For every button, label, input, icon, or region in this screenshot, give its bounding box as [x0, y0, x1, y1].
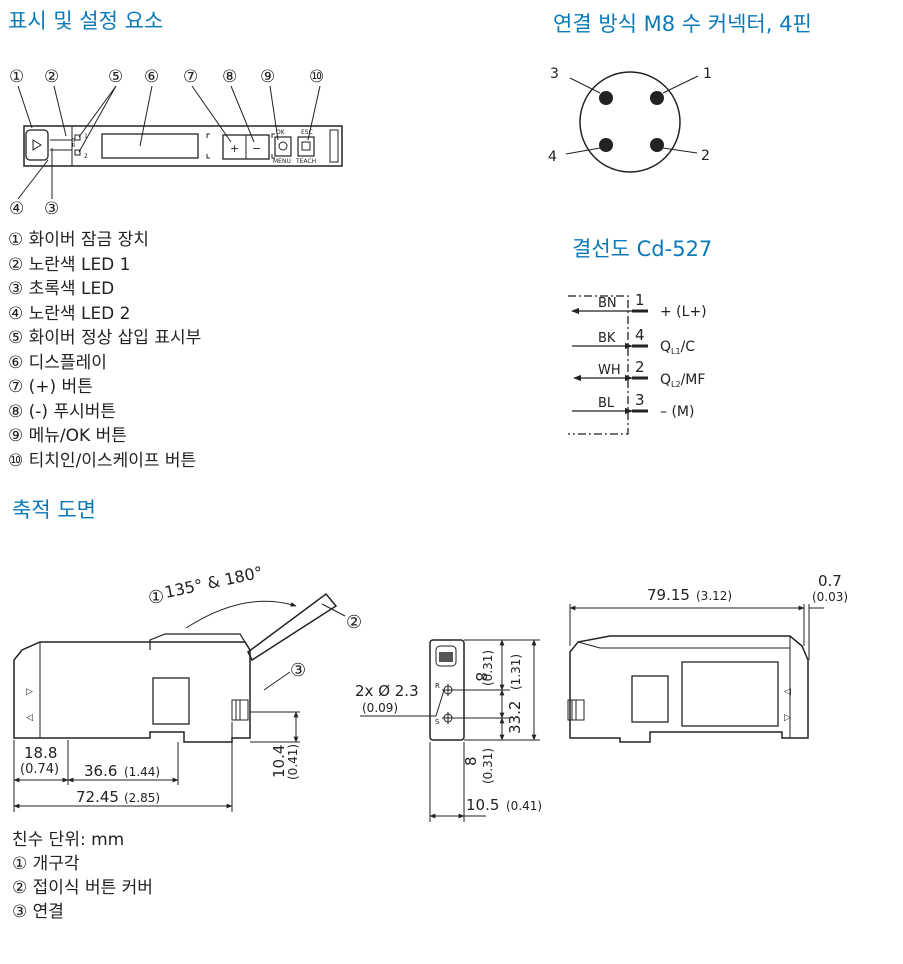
dim-36-6-inch: (1.44)	[124, 765, 160, 779]
device-front-view: ① ② ⑤ ⑥ ⑦ ⑧ ⑨ ⑩ ④ ③ 1 2 R S + − OK	[9, 67, 343, 219]
callout-10: ⑩	[309, 67, 324, 87]
dim-8-inch: (0.31)	[481, 650, 495, 686]
connection-callout: ③	[290, 660, 306, 681]
list-item: ⑤ 화이버 정상 삽입 표시부	[8, 328, 202, 348]
dim-33-2-inch: (1.31)	[509, 654, 523, 690]
angle-callout: ①	[148, 587, 164, 608]
dim-0-7-inch: (0.03)	[812, 590, 848, 604]
wire-label: BK	[598, 331, 616, 346]
minus-button-glyph: −	[252, 142, 261, 155]
ok-label: OK	[276, 129, 286, 136]
r-mark: R	[435, 682, 440, 690]
plus-button-glyph: +	[230, 142, 239, 155]
list-item: ⑩ 티치인/이스케이프 버튼	[8, 450, 197, 471]
dim-18-8-inch: (0.74)	[20, 762, 59, 777]
dim-0-7: 0.7	[818, 572, 842, 590]
opening-angle-label: 135° & 180°	[163, 563, 265, 602]
hole-diameter-inch: (0.09)	[362, 701, 398, 715]
arrow-glyph: ▷	[26, 687, 33, 697]
list-item: ⑧ (-) 푸시버튼	[8, 401, 117, 422]
dim-18-8: 18.8	[24, 744, 57, 762]
dim-10-4-inch: (0.41)	[286, 744, 300, 780]
signal-label: + (L+)	[660, 304, 707, 320]
led2-label: 2	[84, 153, 88, 160]
arrow-glyph: ▷	[784, 713, 791, 723]
dim-36-6: 36.6	[84, 762, 117, 780]
dim-72-45: 72.45	[76, 788, 119, 806]
r-label: R	[72, 143, 76, 149]
cover-callout: ②	[346, 612, 362, 633]
dim-10-4: 10.4	[270, 745, 288, 778]
callout-3: ③	[44, 199, 59, 219]
signal-label: QL1/C	[660, 339, 695, 356]
pin-3-label: 3	[550, 66, 559, 82]
list-item: ⑨ 메뉴/OK 버튼	[8, 426, 127, 446]
esc-label: ESC	[301, 129, 313, 136]
wire-pin: 4	[635, 326, 645, 344]
list-item: ③ 연결	[12, 902, 64, 922]
wiring-diagram: BN BK WH BL 1 4 2 3 + (L+) QL1/C QL2/MF …	[568, 291, 707, 435]
list-item: ① 개구각	[12, 854, 80, 874]
wire-pin: 1	[635, 291, 645, 309]
s-label: S	[72, 138, 75, 144]
units-note: 친수 단위: mm	[12, 830, 125, 850]
list-item: ⑦ (+) 버튼	[8, 377, 93, 397]
menu-label: MENU	[273, 158, 291, 165]
display-element-list: ① 화이버 잠금 장치 ② 노란색 LED 1 ③ 초록색 LED ④ 노란색 …	[8, 228, 201, 473]
heading-connection-type: 연결 방식 M8 수 커넥터, 4핀	[553, 12, 812, 36]
list-item: ④ 노란색 LED 2	[8, 303, 131, 324]
dim-79-15: 79.15	[647, 586, 690, 604]
dim-8: 8	[472, 672, 490, 682]
hole-diameter: 2x Ø 2.3	[355, 682, 419, 700]
side-view-left: ▷ ◁ ① 135° & 180° ② ③ 18.8 (0.74) 36.	[13, 563, 362, 812]
led1-label: 1	[84, 133, 88, 140]
wire-pin: 2	[635, 358, 645, 376]
callout-6: ⑥	[144, 67, 159, 87]
end-view: R S 2x Ø 2.3 (0.09) 8 (0.31) 33.2 (1.31)…	[355, 639, 542, 822]
list-item: ② 접이식 버튼 커버	[12, 878, 153, 898]
callout-4: ④	[9, 199, 24, 219]
dim-10-5: 10.5	[466, 796, 499, 814]
pin-2-label: 2	[701, 148, 710, 164]
wire-label: BL	[598, 396, 615, 411]
callout-1: ①	[9, 67, 24, 87]
pin-4-label: 4	[548, 149, 557, 165]
m8-connector-pinout: 1 2 3 4	[548, 66, 712, 173]
callout-2: ②	[44, 67, 59, 87]
wire-label: BN	[598, 296, 617, 311]
dim-8b: 8	[462, 756, 480, 766]
callout-9: ⑨	[260, 67, 275, 87]
list-item: ③ 초록색 LED	[8, 279, 115, 299]
heading-dimensional-drawing: 축적 도면	[12, 498, 96, 522]
signal-label: – (M)	[660, 404, 694, 420]
callout-5: ⑤	[108, 67, 123, 87]
arrow-glyph: ◁	[784, 687, 791, 697]
heading-wiring-diagram: 결선도 Cd-527	[572, 237, 713, 261]
wire-pin: 3	[635, 391, 645, 409]
dim-79-15-inch: (3.12)	[696, 589, 732, 603]
dim-10-5-inch: (0.41)	[506, 799, 542, 813]
dimension-notes: 친수 단위: mm ① 개구각 ② 접이식 버튼 커버 ③ 연결	[12, 828, 153, 924]
teach-label: TEACH	[295, 158, 316, 165]
dim-8b-inch: (0.31)	[481, 748, 495, 784]
pin-1-label: 1	[703, 66, 712, 82]
side-view-right: ◁ ▷ 79.15 (3.12) 0.7 (0.03)	[567, 572, 848, 743]
list-item: ① 화이버 잠금 장치	[8, 230, 149, 250]
callout-7: ⑦	[183, 67, 198, 87]
heading-display-elements: 표시 및 설정 요소	[8, 9, 164, 33]
dim-72-45-inch: (2.85)	[124, 791, 160, 805]
list-item: ⑥ 디스플레이	[8, 352, 107, 373]
arrow-glyph: ◁	[26, 713, 33, 723]
dim-33-2: 33.2	[506, 701, 524, 734]
list-item: ② 노란색 LED 1	[8, 254, 131, 275]
callout-8: ⑧	[222, 67, 237, 87]
s-mark: S	[435, 718, 440, 726]
wire-label: WH	[598, 363, 621, 378]
signal-label: QL2/MF	[660, 372, 705, 389]
